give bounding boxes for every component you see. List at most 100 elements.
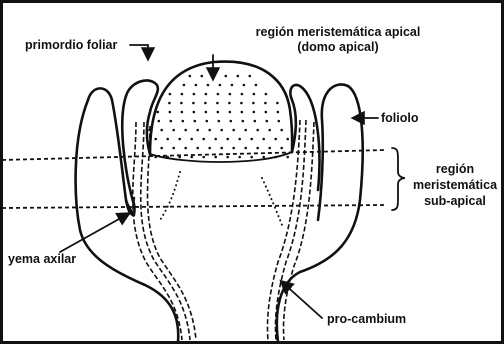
meristem-dot	[206, 120, 209, 123]
leader-yema	[60, 214, 128, 252]
meristem-dot	[193, 93, 196, 96]
meristem-dot	[216, 102, 219, 105]
meristem-dot	[166, 138, 169, 141]
meristem-dot	[217, 111, 220, 114]
meristem-dot	[268, 129, 271, 132]
meristem-dot	[181, 111, 184, 114]
leader-primordio	[130, 45, 148, 58]
procambium-left-2	[141, 122, 190, 340]
meristem-dots	[148, 75, 289, 159]
meristem-dot	[169, 111, 172, 114]
meristem-dot	[157, 111, 160, 114]
leader-procambium	[282, 282, 322, 318]
meristem-dot	[276, 102, 279, 105]
label-apical-dome: (domo apical)	[297, 40, 378, 54]
label-pro-cambium: pro-cambium	[327, 312, 406, 326]
meristem-dot	[158, 120, 161, 123]
meristem-dot	[172, 129, 175, 132]
label-sub-apical-2: meristemática	[413, 178, 498, 192]
meristem-dot	[218, 120, 221, 123]
meristem-dot	[170, 120, 173, 123]
meristem-dot	[196, 147, 199, 150]
meristem-dot	[238, 156, 241, 159]
procambium-left-1	[133, 122, 182, 340]
meristem-dot	[229, 93, 232, 96]
meristem-dot	[237, 75, 240, 78]
meristem-dot	[255, 84, 258, 87]
meristem-dot	[190, 138, 193, 141]
meristem-dot	[229, 111, 232, 114]
inner-dotted-left	[160, 172, 180, 220]
meristem-dot	[264, 102, 267, 105]
sub-apical-brace	[392, 148, 405, 210]
meristem-dot	[195, 84, 198, 87]
leaf-primordium-left	[122, 80, 158, 205]
meristem-dot	[277, 111, 280, 114]
meristem-dot	[226, 156, 229, 159]
meristem-dot	[184, 129, 187, 132]
meristem-dot	[181, 93, 184, 96]
meristem-dot	[274, 138, 277, 141]
meristem-dot	[256, 129, 259, 132]
meristem-dot	[244, 129, 247, 132]
leaf-left-outer	[88, 88, 134, 215]
meristem-dot	[201, 75, 204, 78]
meristem-dot	[240, 102, 243, 105]
meristem-dot	[168, 102, 171, 105]
meristem-dot	[262, 138, 265, 141]
meristem-dot	[265, 111, 268, 114]
meristem-dot	[172, 147, 175, 150]
meristem-dot	[244, 147, 247, 150]
meristem-dot	[250, 138, 253, 141]
meristem-dot	[252, 102, 255, 105]
boundary-line-upper	[2, 150, 385, 160]
meristem-dot	[266, 120, 269, 123]
meristem-dot	[265, 93, 268, 96]
meristem-dot	[231, 84, 234, 87]
meristem-dot	[160, 129, 163, 132]
boundary-line-lower	[2, 205, 385, 208]
meristem-dot	[196, 129, 199, 132]
meristem-dot	[180, 102, 183, 105]
meristem-dot	[194, 120, 197, 123]
label-apical-region: región meristemática apical	[256, 25, 421, 39]
meristem-dot	[253, 93, 256, 96]
meristem-dot	[242, 120, 245, 123]
meristem-dot	[254, 120, 257, 123]
meristem-dot	[232, 147, 235, 150]
meristem-dot	[184, 147, 187, 150]
meristem-dot	[160, 147, 163, 150]
meristem-dot	[190, 156, 193, 159]
meristem-dot	[232, 129, 235, 132]
label-sub-apical-3: sub-apical	[424, 194, 486, 208]
meristem-dot	[154, 138, 157, 141]
label-primordio-foliar: primordio foliar	[25, 38, 118, 52]
meristem-dot	[204, 102, 207, 105]
meristem-dot	[238, 138, 241, 141]
apical-dome	[150, 62, 292, 154]
label-yema-axilar: yema axilar	[8, 252, 76, 266]
meristem-dot	[243, 84, 246, 87]
label-sub-apical-1: región	[436, 162, 474, 176]
label-foliolo: foliolo	[381, 111, 419, 125]
meristem-dot	[208, 147, 211, 150]
stem-outline-left	[76, 100, 179, 342]
meristem-dot	[220, 147, 223, 150]
meristem-dot	[193, 111, 196, 114]
meristem-dot	[207, 84, 210, 87]
meristem-dot	[169, 93, 172, 96]
meristem-dot	[286, 156, 289, 159]
meristem-dot	[262, 156, 265, 159]
meristem-dot	[280, 129, 283, 132]
meristem-dot	[230, 120, 233, 123]
meristem-dot	[268, 147, 271, 150]
inner-dotted-right	[262, 178, 282, 225]
meristem-dot	[241, 93, 244, 96]
meristem-dot	[226, 138, 229, 141]
meristem-dot	[274, 156, 277, 159]
meristem-dot	[205, 93, 208, 96]
meristem-dot	[256, 147, 259, 150]
meristem-dot	[192, 102, 195, 105]
